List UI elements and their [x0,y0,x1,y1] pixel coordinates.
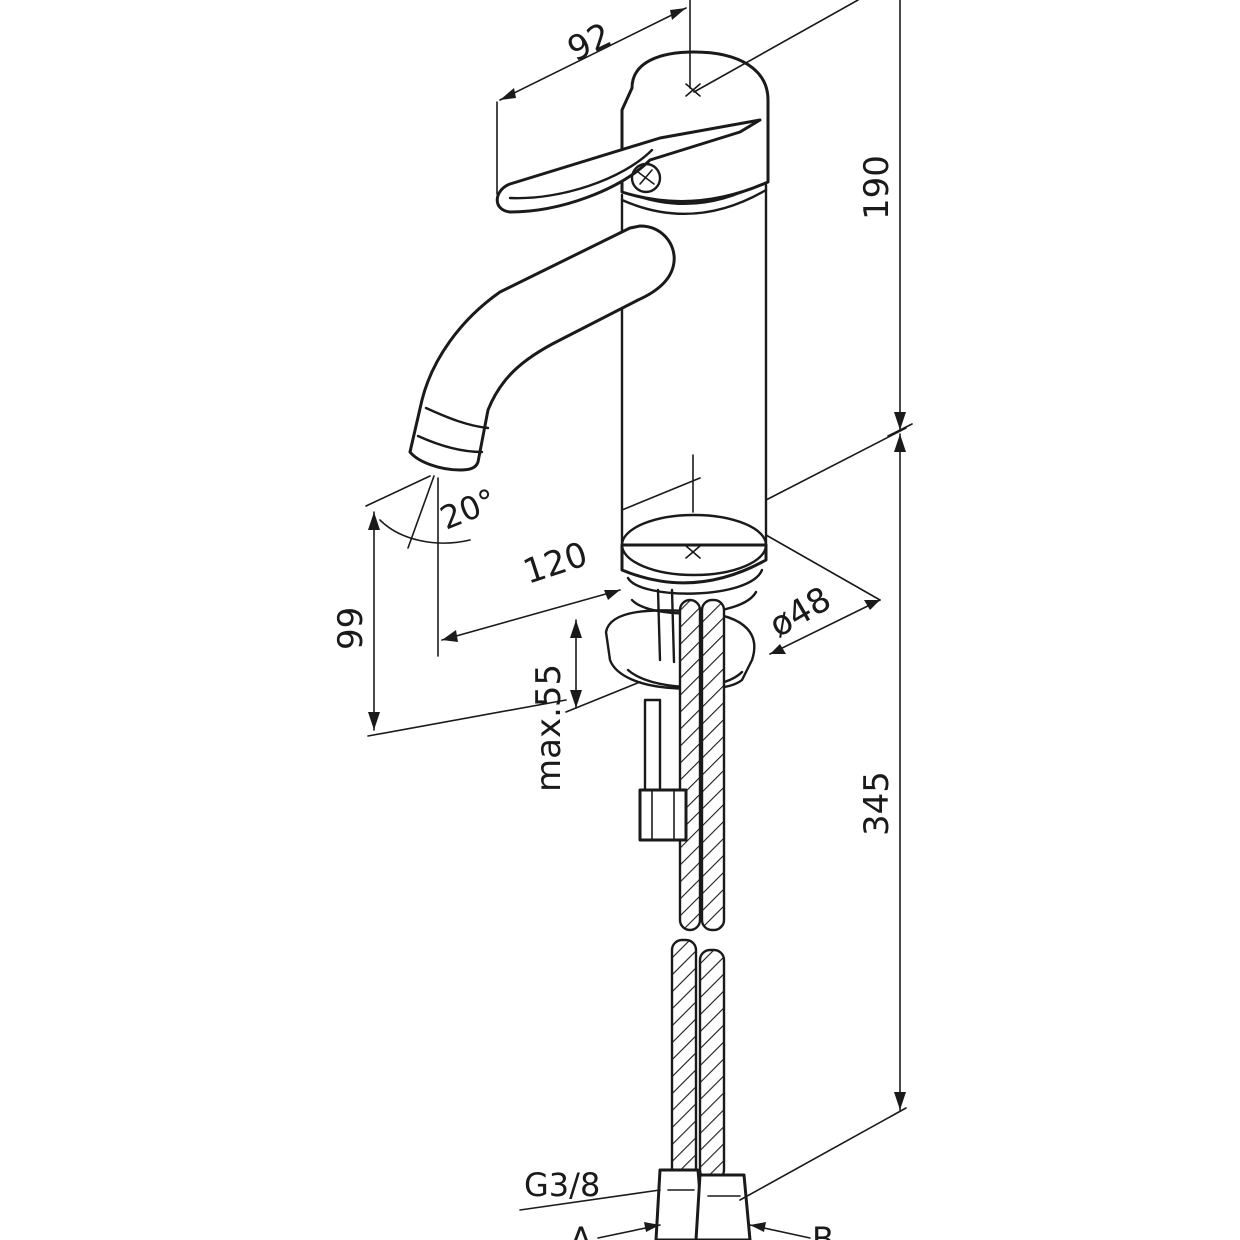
dim-spout-height: 99 [331,607,371,650]
dimension-lines [365,0,913,1239]
spout [408,224,676,472]
label-connection-b: B [812,1220,834,1240]
handle-lever [495,50,770,214]
base-mount [604,454,768,691]
dim-base-diameter: ø48 [763,579,838,646]
label-connection-a: A [570,1220,592,1240]
connection-nuts [654,1168,752,1240]
dim-body-height: 190 [857,155,897,220]
dim-hose-length: 345 [857,771,897,836]
supply-hoses [638,598,726,1182]
label-thread: G3/8 [524,1166,600,1204]
dim-handle-reach: 92 [561,15,617,70]
dim-max-deck-thickness: max.55 [529,664,569,792]
dim-spout-reach: 120 [518,534,592,592]
dim-spout-angle: 20° [435,481,502,537]
